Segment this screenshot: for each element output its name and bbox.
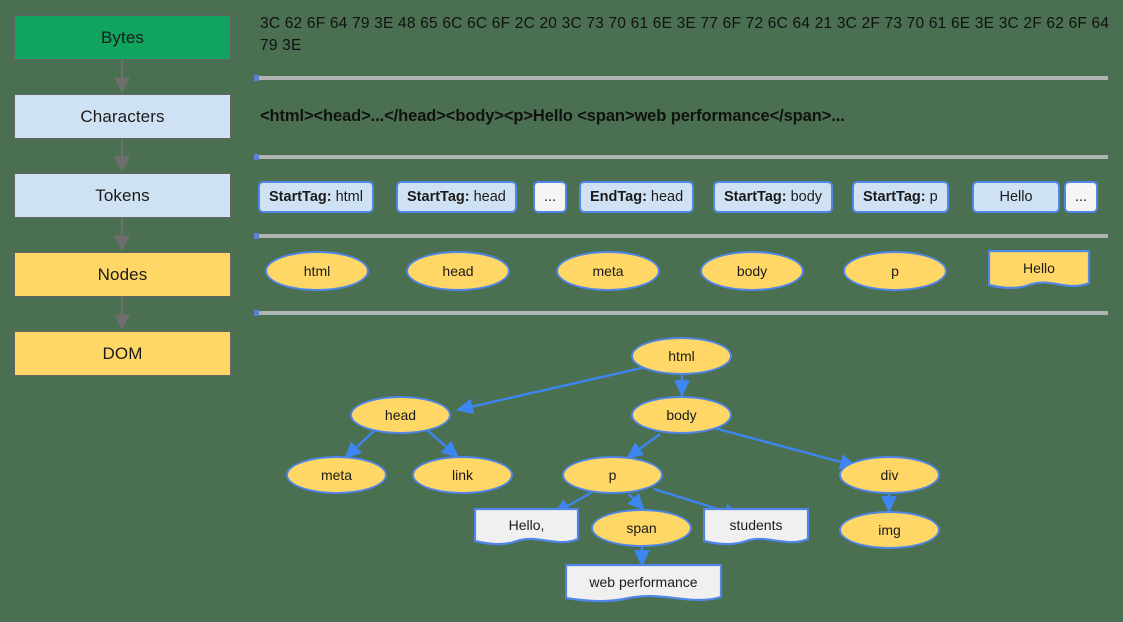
node-body[interactable]: body — [700, 251, 804, 291]
tree-node-html[interactable]: html — [631, 337, 732, 375]
node-label: Hello, — [508, 517, 545, 533]
node-meta[interactable]: meta — [556, 251, 660, 291]
separator-bytes — [254, 75, 1108, 81]
node-label: Hello — [1023, 260, 1055, 276]
token-value: head — [473, 189, 506, 205]
token-ellipsis-1[interactable]: ... — [533, 181, 568, 213]
stage-box-tokens[interactable]: Tokens — [14, 173, 231, 218]
edge-html-head — [456, 365, 647, 415]
edge-body-p — [626, 433, 661, 459]
stage-label: Characters — [80, 106, 165, 126]
node-label: html — [303, 263, 331, 279]
node-html[interactable]: html — [265, 251, 369, 291]
characters-markup-text: <html><head>...</head><body><p>Hello <sp… — [260, 107, 845, 125]
token-value: Hello — [999, 189, 1033, 205]
node-label: img — [878, 522, 901, 538]
node-label: p — [891, 263, 899, 279]
tree-node-img[interactable]: img — [839, 511, 940, 549]
tree-node-p[interactable]: p — [562, 456, 663, 494]
tree-node-meta[interactable]: meta — [286, 456, 387, 494]
separator-characters — [254, 154, 1108, 160]
node-label: head — [442, 263, 474, 279]
edge-p-span — [627, 493, 645, 511]
tree-node-link[interactable]: link — [412, 456, 513, 494]
node-p[interactable]: p — [843, 251, 947, 291]
tree-node-span[interactable]: span — [591, 509, 692, 547]
token-value: ... — [544, 189, 557, 205]
token-starttag-p[interactable]: StartTag: p — [852, 181, 949, 213]
separator-nodes — [254, 310, 1108, 316]
stage-box-dom[interactable]: DOM — [14, 331, 231, 376]
separator-endpoint-dot — [254, 310, 259, 316]
tree-node-body[interactable]: body — [631, 396, 732, 434]
tree-node-div[interactable]: div — [839, 456, 940, 494]
stage-label: Bytes — [100, 27, 145, 47]
separator-endpoint-dot — [254, 154, 259, 160]
node-label: html — [668, 348, 695, 364]
tree-node-text-hello[interactable]: Hello, — [474, 508, 579, 548]
edge-head-link — [426, 429, 459, 458]
token-value: ... — [1075, 189, 1088, 205]
node-label: link — [451, 467, 473, 483]
stage-label: Tokens — [95, 185, 150, 205]
stage-box-bytes[interactable]: Bytes — [14, 15, 231, 60]
node-label: div — [880, 467, 899, 483]
bytes-hex-text: 3C 62 6F 64 79 3E 48 65 6C 6C 6F 2C 20 3… — [260, 15, 1114, 54]
node-label: p — [608, 467, 617, 483]
stage-box-characters[interactable]: Characters — [14, 94, 231, 139]
token-kind: StartTag: — [407, 189, 470, 205]
separator-endpoint-dot — [254, 75, 259, 81]
node-text-hello[interactable]: Hello — [988, 250, 1090, 292]
node-label: head — [384, 407, 417, 423]
node-label: body — [666, 407, 697, 423]
node-label: meta — [320, 467, 353, 483]
token-value: p — [929, 189, 938, 205]
separator-endpoint-dot — [254, 233, 259, 239]
node-label: span — [626, 520, 657, 536]
node-label: web performance — [589, 574, 698, 590]
node-label: students — [729, 517, 783, 533]
stage-label: DOM — [102, 343, 143, 363]
document-shape — [565, 564, 722, 603]
edge-body-div — [713, 426, 857, 470]
tree-node-head[interactable]: head — [350, 396, 451, 434]
node-head[interactable]: head — [406, 251, 510, 291]
token-kind: StartTag: — [863, 189, 926, 205]
node-label: body — [736, 263, 768, 279]
node-label: meta — [592, 263, 624, 279]
token-starttag-head[interactable]: StartTag: head — [396, 181, 517, 213]
token-starttag-html[interactable]: StartTag: html — [258, 181, 374, 213]
token-endtag-head[interactable]: EndTag: head — [579, 181, 695, 213]
stage-label: Nodes — [97, 264, 148, 284]
token-value: head — [650, 189, 684, 205]
token-kind: StartTag: — [269, 189, 332, 205]
token-kind: EndTag: — [590, 189, 647, 205]
document-shape — [474, 508, 579, 546]
tree-node-text-students[interactable]: students — [703, 508, 809, 548]
token-value: body — [790, 189, 823, 205]
stage-box-nodes[interactable]: Nodes — [14, 252, 231, 297]
token-kind: StartTag: — [724, 189, 787, 205]
token-ellipsis-2[interactable]: ... — [1064, 181, 1099, 213]
token-text-hello[interactable]: Hello — [972, 181, 1060, 213]
token-value: html — [335, 189, 363, 205]
tree-node-text-web-performance[interactable]: web performance — [565, 564, 722, 606]
token-starttag-body[interactable]: StartTag: body — [713, 181, 834, 213]
edge-head-meta — [344, 429, 376, 459]
document-shape — [988, 250, 1090, 290]
separator-tokens — [254, 233, 1108, 239]
